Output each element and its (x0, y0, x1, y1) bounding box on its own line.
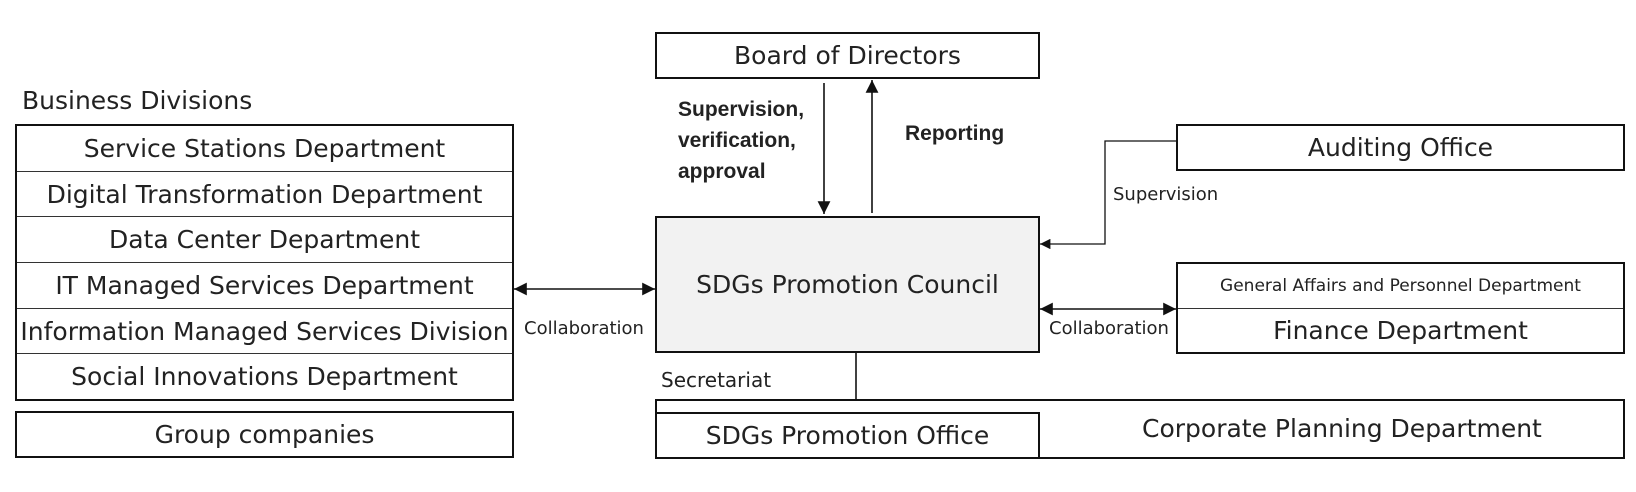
supervision-verification-label: Supervision, verification, approval (678, 98, 805, 183)
dept-digital-transformation: Digital Transformation Department (17, 172, 512, 218)
dept-data-center: Data Center Department (17, 217, 512, 264)
secretariat-label: Secretariat (661, 368, 772, 392)
collaboration-left-label: Collaboration (524, 318, 644, 339)
collaboration-right-label: Collaboration (1049, 318, 1169, 339)
supervision-label: Supervision (1113, 184, 1219, 205)
sdgs-promotion-council-box: SDGs Promotion Council (655, 216, 1040, 353)
group-companies-box: Group companies (15, 411, 514, 458)
business-divisions-title: Business Divisions (22, 86, 253, 115)
board-of-directors-box: Board of Directors (655, 32, 1040, 79)
auditing-office-box: Auditing Office (1176, 124, 1625, 171)
dept-it-managed-services: IT Managed Services Department (17, 263, 512, 309)
business-divisions-list: Service Stations Department Digital Tran… (15, 124, 514, 401)
sdgs-promotion-office-box: SDGs Promotion Office (655, 412, 1040, 459)
reporting-label: Reporting (905, 122, 1005, 145)
general-affairs-finance-box: General Affairs and Personnel Department… (1176, 262, 1625, 354)
audit-supervision-arrow (1040, 140, 1176, 250)
dept-information-managed-services: Information Managed Services Division (17, 309, 512, 355)
corporate-planning-label: Corporate Planning Department (1142, 414, 1542, 443)
general-affairs-dept: General Affairs and Personnel Department (1178, 264, 1623, 309)
dept-service-stations: Service Stations Department (17, 126, 512, 172)
dept-social-innovations: Social Innovations Department (71, 362, 458, 392)
finance-dept: Finance Department (1273, 315, 1528, 345)
